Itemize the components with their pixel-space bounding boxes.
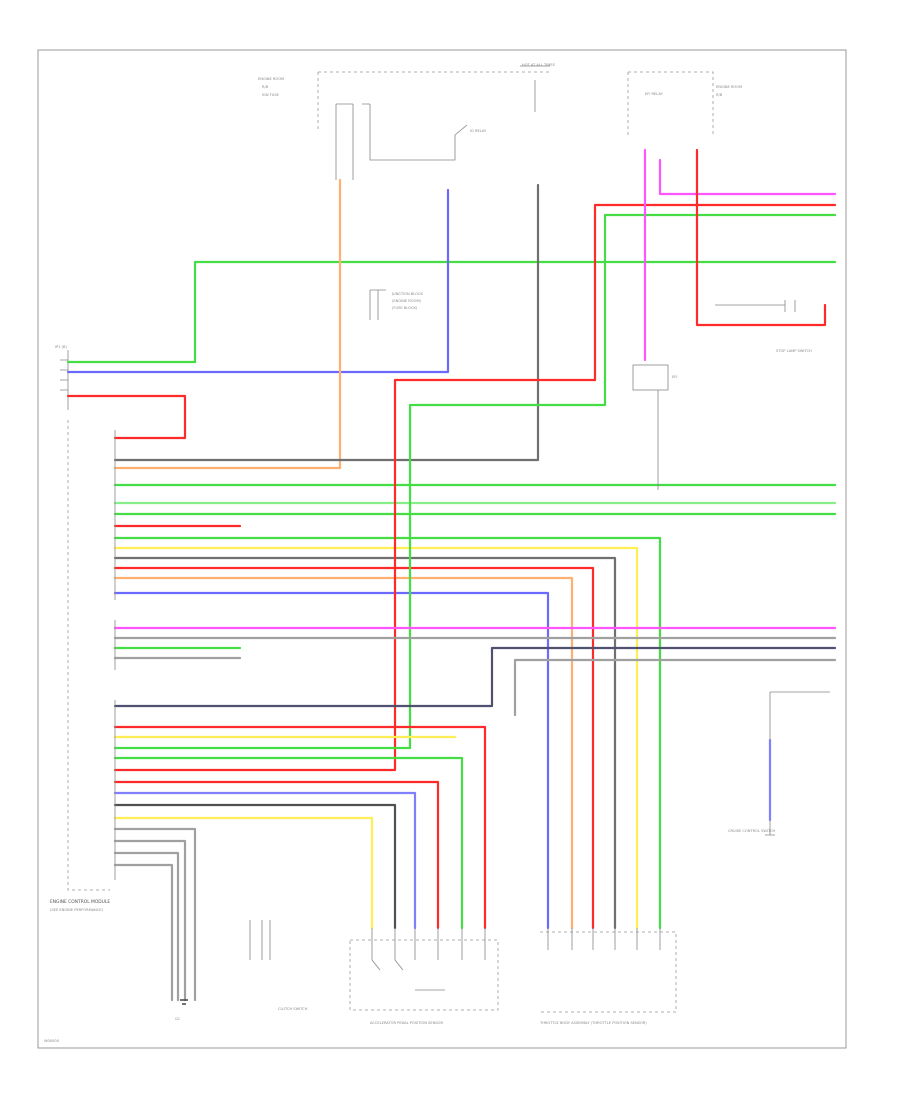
ecm-connector: ENGINE CONTROL MODULE (SEE ENGINE PERFOR… [50,420,116,912]
pedal-label: ACCELERATOR PEDAL POSITION SENSOR [370,1021,443,1025]
svg-text:IP1 (B): IP1 (B) [55,345,68,349]
relay-box: EFI STOP LAMP SWITCH [632,300,812,490]
throttle-label: THROTTLE BODY ASSEMBLY (THROTTLE POSITIO… [539,1021,647,1025]
svg-text:IG RELAY: IG RELAY [470,129,487,133]
clutch-switch: CLUTCH SWITCH [249,920,308,1011]
pedal-sensor: ACCELERATOR PEDAL POSITION SENSOR [349,928,499,1025]
jb-label: JUNCTION BLOCK [391,292,423,296]
hot-label: HOT AT ALL TIMES [522,63,556,67]
junction-block: JUNCTION BLOCK (ENGINE ROOM) (FUSE BLOCK… [369,289,423,320]
cruise-label: CRUISE CONTROL SWITCH [728,829,775,833]
svg-text:(ENGINE ROOM): (ENGINE ROOM) [392,299,422,303]
ground-label: G1 [175,1017,180,1021]
relay-label: EFI RELAY [645,92,664,96]
svg-text:IGN FUSE: IGN FUSE [262,93,280,97]
wires [66,148,837,1002]
clutch-label: CLUTCH SWITCH [278,1007,308,1011]
ground-symbol: G1 [175,999,188,1021]
svg-text:EFI: EFI [672,375,677,379]
svg-text:R/B: R/B [262,85,269,89]
cruise-switch: CRUISE CONTROL SWITCH [728,820,775,836]
left-connector-top: IP1 (B) [55,345,69,410]
svg-text:ENGINE ROOM: ENGINE ROOM [258,77,284,81]
page-border [37,49,847,1049]
ecm-sub: (SEE ENGINE PERFORMANCE) [50,908,104,912]
fuse-area: HOT AT ALL TIMES ENGINE ROOM R/B IGN FUS… [258,63,742,180]
svg-text:(FUSE BLOCK): (FUSE BLOCK) [392,306,418,310]
throttle-body: THROTTLE BODY ASSEMBLY (THROTTLE POSITIO… [539,928,677,1025]
svg-text:ENGINE ROOM: ENGINE ROOM [716,85,742,89]
page-code: W00000 [44,1039,60,1043]
svg-text:R/B: R/B [716,93,723,97]
stop-lamp-label: STOP LAMP SWITCH [776,349,812,353]
ecm-label: ENGINE CONTROL MODULE [50,899,110,905]
